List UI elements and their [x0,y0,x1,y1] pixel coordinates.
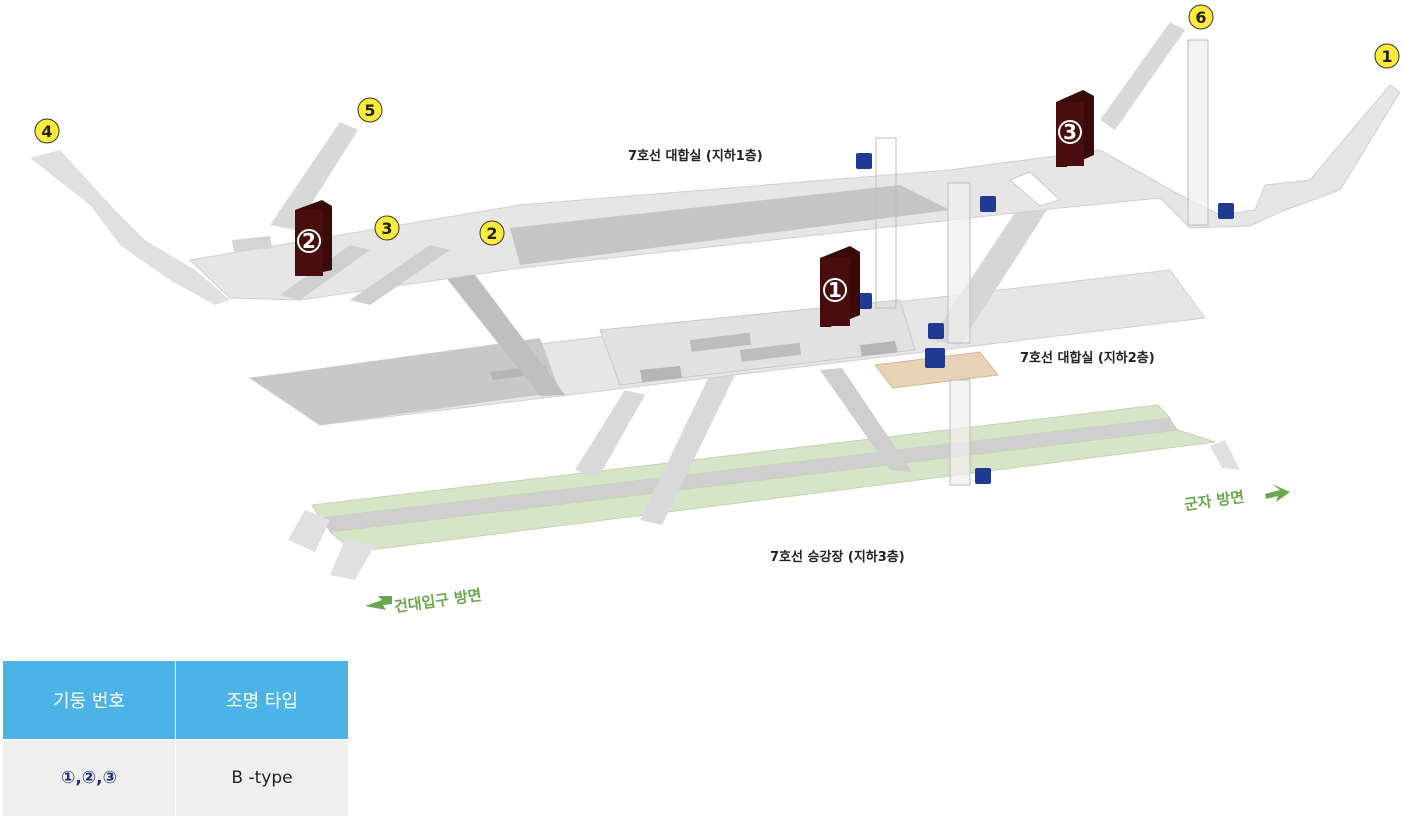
table-row: ①,②,③ B -type [2,739,349,817]
toilet-icon [925,348,945,368]
table-header-row: 기둥 번호 조명 타입 [2,660,349,740]
elevator-icon [980,196,996,212]
svg-text:1: 1 [1381,47,1392,66]
exit-1-badge: 1 [1374,43,1400,69]
exit-2-badge: 2 [479,220,505,246]
elevator-icon [1218,203,1234,219]
direction-left: 건대입구 방면 [365,586,483,616]
exit-3-badge: 3 [374,215,400,241]
stairs-b2-b3 [575,368,912,525]
direction-left-label: 건대입구 방면 [393,586,483,616]
direction-right-label: 군자 방면 [1183,488,1245,514]
pillar-3: 3 [1056,90,1094,167]
exit-6-badge: 6 [1188,4,1214,30]
svg-text:4: 4 [41,122,52,141]
elevator-shafts [875,39,1209,486]
elevator-icon [856,153,872,169]
facility-icons [856,153,1234,484]
level-label-b1: 7호선 대합실 (지하1층) [628,148,763,164]
level-label-b2: 7호선 대합실 (지하2층) [1020,350,1155,366]
arrow-right-icon [1265,484,1290,502]
arrow-left-icon [365,596,392,610]
b1-concourse [30,22,1401,305]
svg-text:2: 2 [486,224,497,243]
svg-text:6: 6 [1195,8,1206,27]
b2-concourse [248,269,1206,426]
elevator-icon [928,323,944,339]
pillar-2: 2 [295,200,332,276]
exit-4-badge: 4 [34,118,60,144]
svg-text:5: 5 [364,101,375,120]
platform-level [288,404,1240,580]
column-header-pillar-number: 기둥 번호 [2,660,176,740]
column-header-lighting-type: 조명 타입 [175,660,349,740]
svg-text:3: 3 [381,219,392,238]
cell-lighting-type: B -type [175,739,349,817]
elevator-icon [975,468,991,484]
pillar-2-number: 2 [302,229,316,253]
exit-5-badge: 5 [357,97,383,123]
level-label-b3: 7호선 승강장 (지하3층) [770,549,905,565]
pillar-lighting-table: 기둥 번호 조명 타입 ①,②,③ B -type [2,660,349,817]
direction-right: 군자 방면 [1183,484,1290,514]
pillar-1: 1 [820,246,860,327]
cell-pillar-numbers: ①,②,③ [2,739,176,817]
station-diagram: 1 2 3 1 2 3 4 5 6 7호선 대합실 (지하1층) 7호선 대합실 [30,4,1401,616]
pillar-3-number: 3 [1063,120,1077,144]
pillar-1-number: 1 [828,278,842,302]
